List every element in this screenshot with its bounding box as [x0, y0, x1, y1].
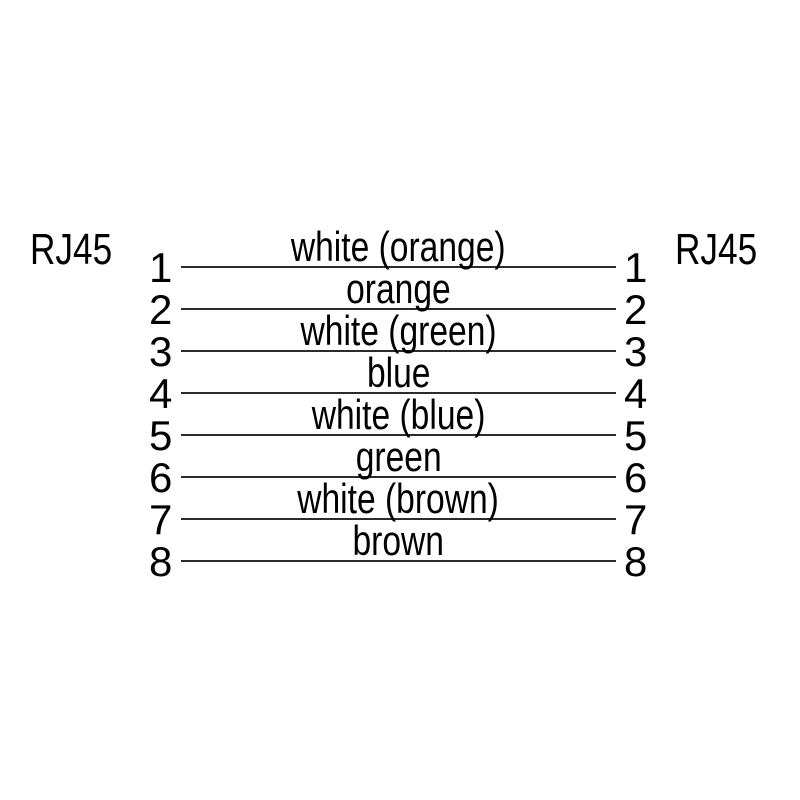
right-pin-cell: 4: [616, 352, 652, 415]
wire-line: brown: [181, 520, 616, 562]
pin-row: 1 white (orange) 1: [148, 226, 652, 289]
left-connector-label-text: RJ45: [30, 225, 113, 274]
left-pin-number: 8: [149, 538, 173, 585]
left-pin-cell: 8: [148, 520, 181, 583]
right-pin-number: 5: [624, 412, 648, 459]
right-pin-cell: 7: [616, 478, 652, 541]
right-pin-number: 2: [624, 286, 648, 333]
left-pin-number: 2: [149, 286, 173, 333]
left-pin-cell: 7: [148, 478, 181, 541]
right-pin-number: 4: [624, 370, 648, 417]
pin-row: 3 white (green) 3: [148, 310, 652, 373]
left-pin-cell: 6: [148, 436, 181, 499]
wire-color-label: white (green): [300, 307, 497, 354]
wire-label-container: orange: [181, 268, 616, 310]
pin-row: 4 blue 4: [148, 352, 652, 415]
left-pin-number: 4: [149, 370, 173, 417]
right-pin-cell: 5: [616, 394, 652, 457]
left-pin-number: 7: [149, 496, 173, 543]
left-pin-number: 6: [149, 454, 173, 501]
right-pin-cell: 2: [616, 268, 652, 331]
pin-rows: 1 white (orange) 1 2 orange 2 3 w: [148, 226, 652, 583]
wire-label-container: white (green): [181, 310, 616, 352]
right-pin-number: 7: [624, 496, 648, 543]
wire-label-container: white (blue): [181, 394, 616, 436]
wire-label-container: green: [181, 436, 616, 478]
right-pin-number: 6: [624, 454, 648, 501]
right-pin-number: 1: [624, 244, 648, 291]
pin-row: 7 white (brown) 7: [148, 478, 652, 541]
left-pin-cell: 3: [148, 310, 181, 373]
right-pin-cell: 6: [616, 436, 652, 499]
left-pin-number: 1: [149, 244, 173, 291]
left-pin-cell: 1: [148, 226, 181, 289]
wire-color-label: white (brown): [297, 475, 500, 522]
wire-line: orange: [181, 268, 616, 310]
wire-label-container: white (brown): [181, 478, 616, 520]
wire-label-container: brown: [181, 520, 616, 562]
right-pin-cell: 8: [616, 520, 652, 583]
wire-line: white (brown): [181, 478, 616, 520]
wire-line: white (blue): [181, 394, 616, 436]
right-pin-cell: 3: [616, 310, 652, 373]
right-connector-label-text: RJ45: [675, 225, 758, 274]
left-pin-number: 3: [149, 328, 173, 375]
pin-row: 2 orange 2: [148, 268, 652, 331]
left-pin-cell: 4: [148, 352, 181, 415]
right-pin-number: 3: [624, 328, 648, 375]
wire-line: white (green): [181, 310, 616, 352]
wire-label-container: blue: [181, 352, 616, 394]
wire-color-label: white (blue): [311, 391, 486, 438]
wire-color-label: orange: [346, 265, 451, 312]
pin-row: 8 brown 8: [148, 520, 652, 583]
right-pin-cell: 1: [616, 226, 652, 289]
wire-color-label: blue: [366, 349, 431, 396]
pin-row: 5 white (blue) 5: [148, 394, 652, 457]
wire-line: green: [181, 436, 616, 478]
wire-label-container: white (orange): [181, 226, 616, 268]
right-pin-number: 8: [624, 538, 648, 585]
left-connector-label: RJ45: [30, 228, 133, 272]
right-connector-label: RJ45: [675, 228, 778, 272]
wire-color-label: white (orange): [291, 223, 506, 270]
left-pin-cell: 2: [148, 268, 181, 331]
pin-row: 6 green 6: [148, 436, 652, 499]
left-pin-cell: 5: [148, 394, 181, 457]
left-pin-number: 5: [149, 412, 173, 459]
wire-color-label: brown: [352, 517, 445, 564]
wire-line: white (orange): [181, 226, 616, 268]
wire-line: blue: [181, 352, 616, 394]
wire-color-label: green: [355, 433, 442, 480]
